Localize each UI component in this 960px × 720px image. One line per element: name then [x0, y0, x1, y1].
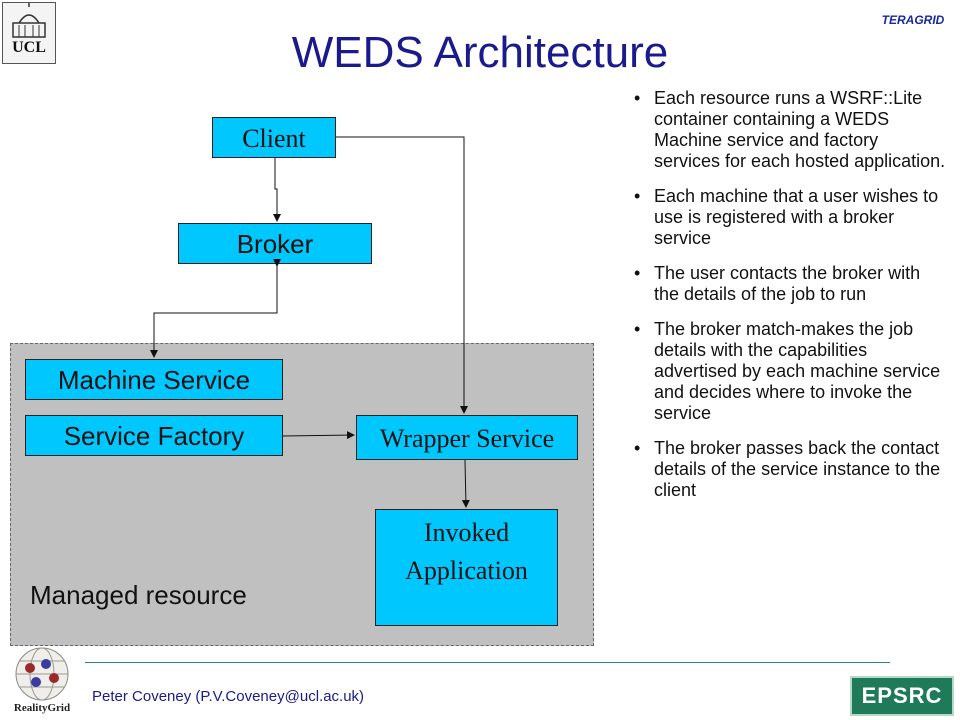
ucl-logo: UCL	[2, 2, 56, 64]
client-box: Client	[212, 117, 336, 158]
service-factory-label: Service Factory	[63, 421, 245, 451]
machine-service-label: Machine Service	[57, 365, 251, 395]
bullet-text: Each resource runs a WSRF::Lite containe…	[654, 88, 946, 171]
bullet-dot: •	[634, 438, 641, 458]
teragrid-logo: TERAGRID	[881, 13, 945, 27]
machine-service-box: Machine Service	[25, 359, 283, 400]
bullet-item: • The broker passes back the contact deta…	[628, 438, 946, 501]
realitygrid-logo-text: RealityGrid	[13, 702, 71, 714]
bullet-item: • Each machine that a user wishes to use …	[628, 186, 946, 249]
bullet-item: • The broker match-makes the job details …	[628, 319, 946, 424]
wrapper-service-label: Wrapper Service	[379, 424, 555, 453]
footer-divider	[85, 662, 890, 663]
bullet-text: The broker passes back the contact detai…	[654, 438, 941, 500]
invoked-application-line-2: Application	[405, 556, 528, 585]
bullet-dot: •	[634, 186, 641, 206]
bullet-item: • Each resource runs a WSRF::Lite contain…	[628, 88, 946, 172]
client-to-wrapper-arrow	[336, 136, 468, 414]
bullet-dot: •	[634, 263, 641, 283]
broker-machine-link	[150, 259, 281, 358]
managed-resource-label: Managed resource	[30, 580, 247, 610]
realitygrid-logo: RealityGrid	[6, 644, 78, 716]
realitygrid-globe-icon	[15, 647, 69, 701]
bullet-dot: •	[634, 319, 641, 339]
footer-credit: Peter Coveney (P.V.Coveney@ucl.ac.uk)	[92, 688, 365, 705]
ucl-logo-text: UCL	[12, 39, 46, 56]
epsrc-logo: EPSRC	[850, 676, 954, 716]
invoked-application-line-1: Invoked	[423, 518, 510, 547]
invoked-application-box: Invoked Application	[375, 509, 558, 626]
wrapper-to-application-arrow	[461, 459, 470, 508]
factory-to-wrapper-arrow	[282, 431, 355, 440]
bullet-dot: •	[634, 88, 641, 108]
slide-title: WEDS Architecture	[291, 28, 669, 77]
service-factory-box: Service Factory	[25, 415, 283, 456]
broker-box: Broker	[178, 223, 372, 264]
bullet-item: • The user contacts the broker with the d…	[628, 263, 946, 305]
bullet-text: The broker match-makes the job details w…	[654, 319, 941, 423]
bullet-list: • Each resource runs a WSRF::Lite contain…	[628, 88, 946, 515]
client-label: Client	[242, 124, 306, 153]
bullet-text: The user contacts the broker with the de…	[654, 263, 921, 304]
wrapper-service-box: Wrapper Service	[356, 415, 578, 460]
ucl-building-icon	[12, 3, 46, 38]
broker-label: Broker	[236, 229, 314, 259]
client-to-broker-arrow	[273, 158, 281, 222]
bullet-text: Each machine that a user wishes to use i…	[654, 186, 939, 248]
